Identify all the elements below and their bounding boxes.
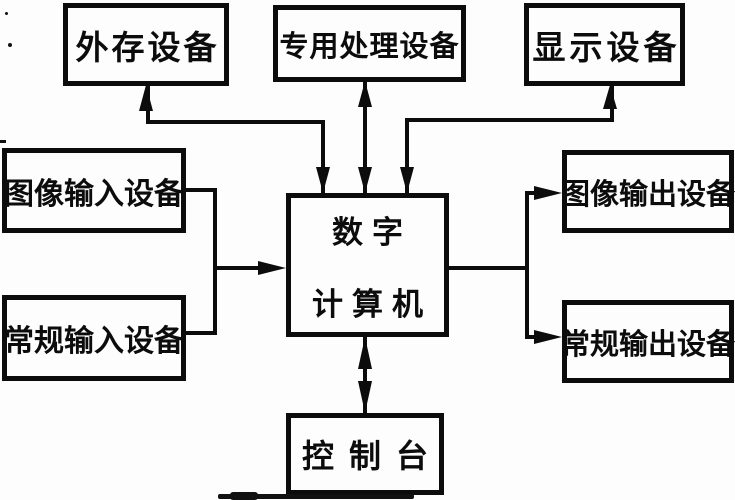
edge-computer-image-output-segment xyxy=(525,191,539,195)
node-conventional-output: 常规输出设备 xyxy=(561,300,735,383)
node-conventional-input: 常规输入设备 xyxy=(2,295,186,381)
arrowhead-up-icon xyxy=(358,337,372,369)
scan-speck xyxy=(8,43,12,47)
arrowhead-down-icon xyxy=(400,167,414,193)
arrowhead-right-icon xyxy=(534,186,562,200)
arrowhead-right-icon xyxy=(534,330,562,344)
arrowhead-up-icon xyxy=(358,81,372,107)
scan-speck xyxy=(0,140,6,143)
node-console: 控制台 xyxy=(286,413,444,495)
edge-image-input-computer-segment xyxy=(186,188,217,192)
node-image-input: 图像输入设备 xyxy=(2,148,186,233)
edge-inputs-bus-segment xyxy=(213,188,217,335)
scan-smudge xyxy=(230,492,258,500)
node-display: 显示设备 xyxy=(524,3,685,86)
node-external-storage-label: 外存设备 xyxy=(75,27,220,67)
node-external-storage: 外存设备 xyxy=(63,3,229,86)
node-conventional-input-label: 常规输入设备 xyxy=(4,324,184,359)
scan-speck xyxy=(5,12,8,15)
edge-conventional-input-computer-segment xyxy=(186,331,217,335)
edge-special-processing-computer-segment xyxy=(363,81,367,195)
edge-display-computer-segment xyxy=(405,118,409,195)
node-conventional-output-label: 常规输出设备 xyxy=(561,326,735,361)
node-image-output: 图像输出设备 xyxy=(561,150,735,233)
node-special-processing-label: 专用处理设备 xyxy=(279,28,460,63)
arrowhead-down-icon xyxy=(358,381,372,413)
scan-smudge xyxy=(218,494,414,499)
node-digital-computer-label-top: 数字 xyxy=(332,214,412,251)
node-image-output-label: 图像输出设备 xyxy=(561,176,735,211)
edge-outputs-bus-segment xyxy=(525,191,529,339)
edge-external-storage-computer-segment xyxy=(321,120,325,195)
edge-computer-console-segment xyxy=(363,337,367,413)
node-image-input-label: 图像输入设备 xyxy=(4,176,184,212)
node-display-label: 显示设备 xyxy=(532,27,681,67)
edge-computer-outputs-segment xyxy=(449,266,529,270)
arrowhead-up-icon xyxy=(603,85,617,109)
node-special-processing: 专用处理设备 xyxy=(273,5,466,82)
edge-display-computer-segment xyxy=(405,118,614,122)
node-digital-computer: 数字 计算机 xyxy=(286,193,449,337)
edge-computer-conventional-output-segment xyxy=(525,335,539,339)
edge-external-storage-computer-segment xyxy=(146,120,325,124)
node-console-label: 控制台 xyxy=(302,437,444,475)
arrowhead-up-icon xyxy=(139,85,153,111)
edge-inputs-computer-segment xyxy=(213,266,263,270)
arrowhead-down-icon xyxy=(358,167,372,193)
arrowhead-down-icon xyxy=(316,167,330,193)
arrowhead-right-icon xyxy=(258,261,286,275)
node-digital-computer-label-bottom: 计算机 xyxy=(312,286,432,323)
